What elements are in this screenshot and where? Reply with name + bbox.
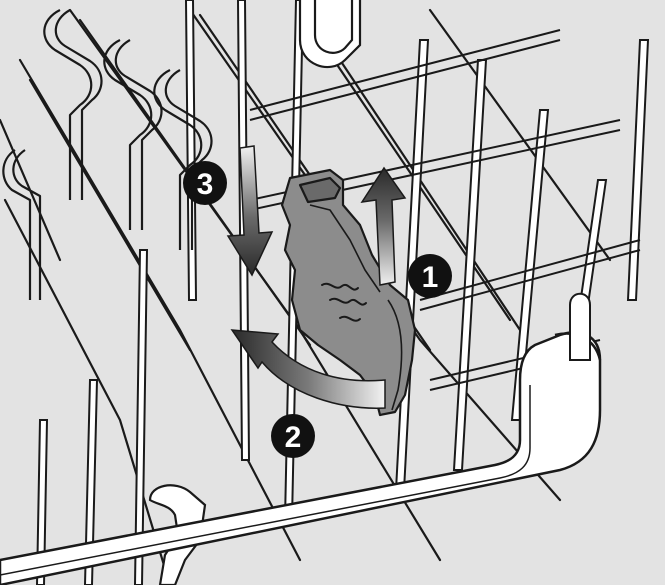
top-wire-holder (298, 0, 362, 69)
step-badge-2: 2 (271, 414, 315, 458)
basket-right-post (569, 292, 591, 361)
arrow-up (360, 166, 407, 286)
step-badge-1: 1 (408, 254, 452, 298)
step-badge-circle (183, 161, 227, 205)
basket-prongs (2, 9, 213, 300)
step-badge-3: 3 (183, 161, 227, 205)
step-badge-circle (271, 414, 315, 458)
step-number: 1 (422, 261, 439, 294)
step-number: 3 (197, 168, 214, 201)
arrow-rotate (230, 329, 386, 409)
arrow-down (226, 145, 274, 277)
step-badges: 1 2 3 (183, 161, 452, 458)
step-badge-circle (408, 254, 452, 298)
adjuster-clip (280, 168, 417, 417)
step-number: 2 (285, 421, 302, 454)
clip-engraving (321, 282, 367, 322)
bottom-clip (148, 484, 207, 585)
